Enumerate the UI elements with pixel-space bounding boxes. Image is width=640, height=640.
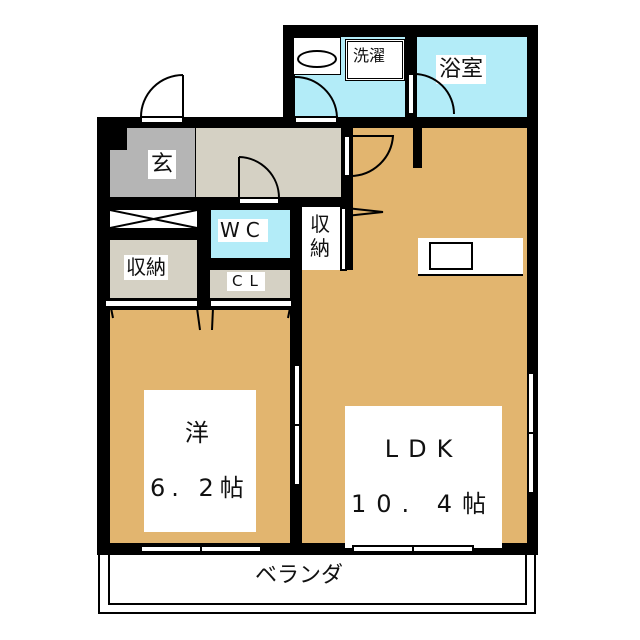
wc-label: WC xyxy=(218,218,268,242)
closet-west-door xyxy=(104,299,199,308)
washroom-door xyxy=(294,116,338,124)
door-stops xyxy=(110,307,291,331)
ldk-label: LDK 10. 4帖 xyxy=(345,406,503,548)
wc-door-swing xyxy=(238,156,280,199)
bath-label: 浴室 xyxy=(436,55,487,85)
storage-cross xyxy=(109,209,198,229)
washroom-door-swing xyxy=(294,75,338,118)
balcony-inner xyxy=(108,555,527,605)
hallway xyxy=(196,128,341,197)
closet-ldk-door xyxy=(340,207,347,271)
bath-door-swing xyxy=(413,73,455,115)
kitchen-sink-icon xyxy=(429,242,473,270)
western-name: 洋 xyxy=(184,418,215,447)
ldk-door xyxy=(343,135,351,177)
closet-west-label: 収納 xyxy=(124,255,168,280)
bath-door xyxy=(407,73,415,115)
wc-door xyxy=(238,197,280,205)
cl-label: CL xyxy=(227,272,265,292)
entrance-label: 玄 xyxy=(148,150,177,180)
western-size: 6. 2帖 xyxy=(150,473,250,502)
ldk-name: LDK xyxy=(384,434,463,463)
balcony-label: ベランダ xyxy=(255,563,344,588)
western-label: 洋 6. 2帖 xyxy=(144,390,256,532)
wall-stub xyxy=(413,128,422,168)
laundry-label: 洗濯 xyxy=(353,46,386,66)
ldk-door-swing xyxy=(349,135,395,178)
cl-door xyxy=(209,299,293,308)
closet-ldk-label: 収納 xyxy=(309,212,331,260)
sink-basin-icon xyxy=(297,50,337,68)
front-door xyxy=(140,116,184,124)
ldk-size: 10. 4帖 xyxy=(351,489,497,518)
entrance-pillar xyxy=(110,128,127,150)
front-door-swing xyxy=(140,74,184,118)
closet-door-swing xyxy=(345,207,384,217)
balcony xyxy=(98,555,536,614)
